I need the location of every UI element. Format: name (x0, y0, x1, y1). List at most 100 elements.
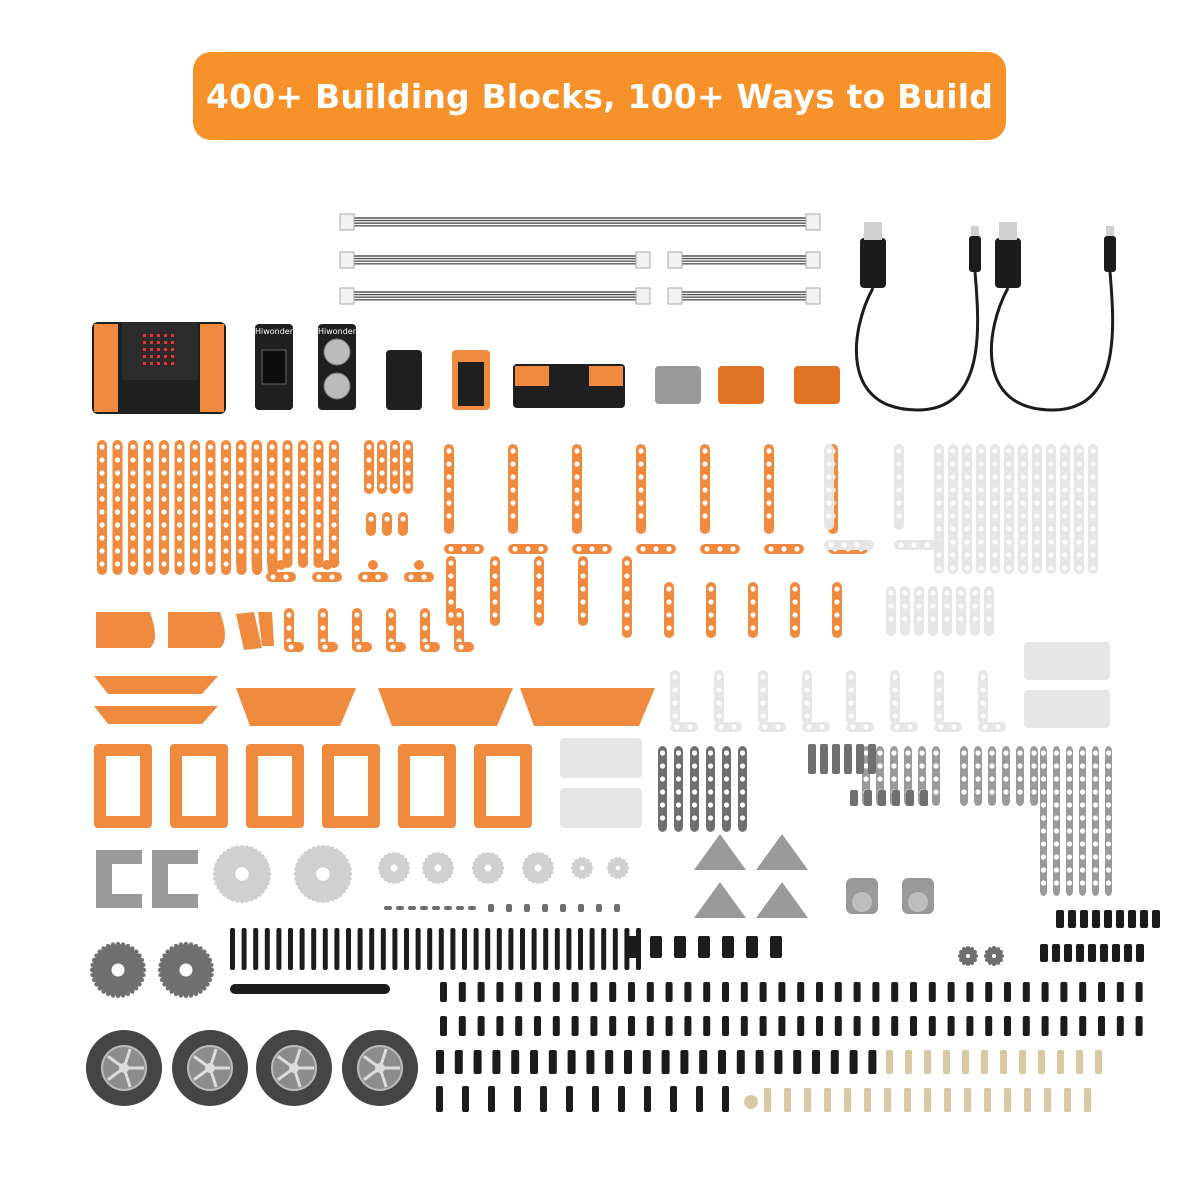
beam-hole (944, 603, 950, 609)
gear-tooth (115, 941, 121, 947)
pin (1022, 1016, 1030, 1036)
beam-hole (1105, 854, 1112, 860)
gear-tooth (966, 962, 970, 966)
beam-hole (446, 513, 452, 519)
pin (586, 1050, 595, 1074)
beam (664, 582, 674, 638)
beam-hole (1006, 552, 1012, 558)
beam-hole (1076, 565, 1082, 571)
pin (1056, 910, 1064, 928)
pin (571, 982, 579, 1002)
gear-tooth (294, 876, 299, 881)
beam-hole (1040, 789, 1047, 795)
beam-hole (492, 586, 498, 592)
beam-hole (892, 700, 898, 706)
pin (566, 928, 572, 970)
led (157, 341, 160, 344)
beam-hole (99, 522, 105, 528)
beam-hole (691, 763, 698, 769)
beam-hole (161, 561, 167, 567)
gear-hub (179, 963, 193, 977)
pin (703, 982, 711, 1002)
pin (1038, 1050, 1045, 1074)
pin (722, 936, 734, 958)
beam-hole (253, 522, 260, 528)
pin (534, 1016, 541, 1036)
beam-hole (269, 496, 275, 502)
pin (468, 906, 476, 910)
beam-hole (707, 750, 714, 756)
beam-hole (936, 700, 942, 706)
gear-tooth (550, 866, 554, 870)
beam-hole (368, 516, 374, 522)
beam-hole (446, 474, 452, 480)
beam-hole (130, 535, 136, 541)
pin (1136, 944, 1144, 962)
beam-hole (1105, 880, 1112, 886)
gear-tooth (618, 874, 623, 879)
gear-tooth (341, 889, 346, 894)
beam-hole (936, 565, 942, 571)
beam-hole (978, 539, 984, 545)
pin (552, 1016, 560, 1036)
pin (1084, 1088, 1091, 1112)
beam-hole (1092, 880, 1099, 886)
pin (628, 982, 635, 1002)
pin (590, 982, 598, 1002)
pin (530, 1050, 538, 1074)
gears-group (89, 834, 1004, 999)
beam-hole (392, 457, 398, 463)
beam-hole (766, 461, 772, 467)
gear-tooth (450, 866, 454, 870)
gear-tooth (202, 986, 207, 991)
beam-hole (638, 461, 644, 467)
usb-a-plug (995, 238, 1021, 288)
pin (462, 1086, 469, 1112)
gear-tooth (105, 943, 111, 949)
beam-hole (269, 457, 275, 463)
gear-tooth (209, 962, 214, 968)
pin (346, 928, 351, 970)
gear-tooth (522, 866, 526, 870)
gear-tooth (235, 898, 240, 903)
pin (488, 904, 494, 912)
beam-hole (708, 599, 714, 605)
beam-hole (574, 487, 580, 493)
beam-hole (145, 548, 152, 554)
gear-tooth (173, 991, 179, 997)
beam-hole (114, 457, 121, 463)
beam-hole (176, 561, 183, 567)
beam-hole (659, 815, 666, 821)
beam-hole (691, 776, 698, 782)
beam-hole (1066, 828, 1073, 834)
beam (298, 440, 308, 568)
pin (590, 1016, 598, 1036)
gear-tooth (266, 871, 272, 877)
beam-hole (300, 535, 306, 541)
beam-hole (1076, 500, 1082, 506)
beam-hole (944, 616, 950, 622)
beam-hole (1090, 461, 1096, 467)
beam-hole (366, 483, 372, 489)
beam-hole (492, 560, 498, 566)
gear-tooth (120, 993, 126, 998)
triangle-connector (694, 834, 746, 870)
beam (366, 512, 376, 536)
beam-hole (826, 487, 832, 493)
gear-tooth (244, 845, 249, 850)
gear-tooth (486, 880, 490, 884)
gear-tooth (141, 962, 146, 968)
beam-hole (1062, 474, 1068, 480)
beam-hole (192, 509, 198, 515)
beam-hole (936, 448, 942, 454)
pin (506, 904, 512, 912)
gear-tooth (607, 866, 611, 870)
pin (1052, 944, 1060, 962)
beam-hole (130, 483, 136, 489)
beam-hole (536, 612, 542, 618)
gear-tooth (110, 993, 116, 998)
beam-hole (130, 548, 136, 554)
beam (403, 440, 413, 494)
usb-a-plug (860, 238, 886, 288)
beam-hole (253, 548, 260, 554)
